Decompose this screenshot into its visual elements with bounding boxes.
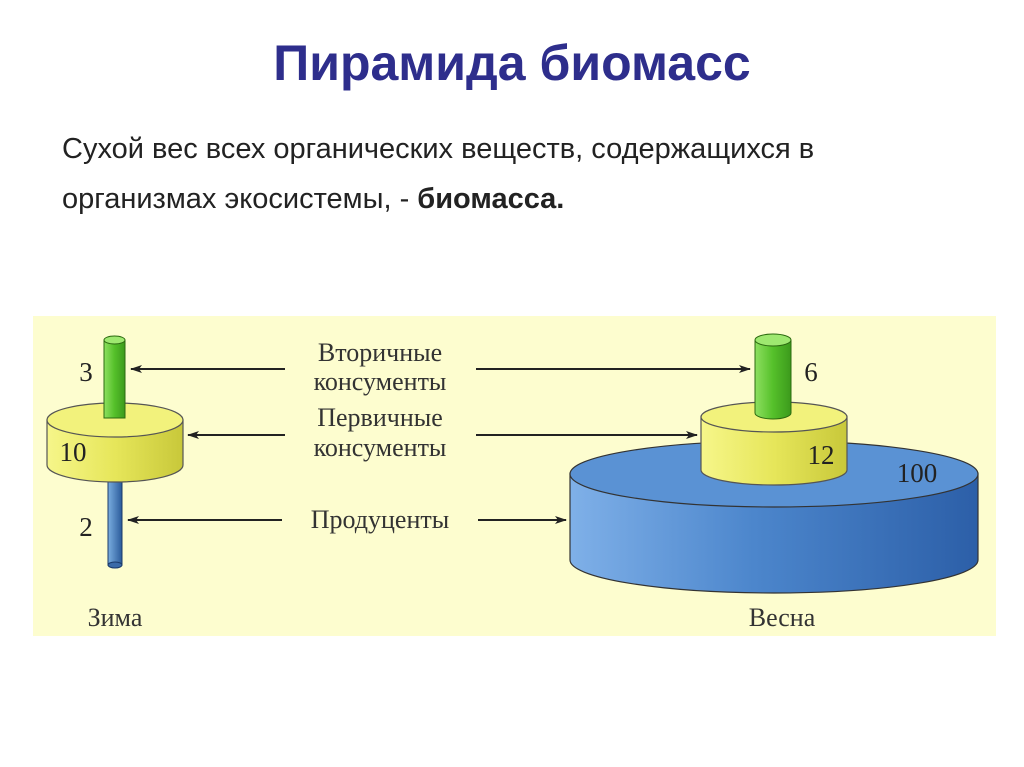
winter-producers-rod <box>107 469 123 569</box>
label-secondary-line1: Вторичные <box>318 338 442 367</box>
spring-season-label: Весна <box>749 603 816 632</box>
winter-season-label: Зима <box>88 603 143 632</box>
winter-primary-cylinder <box>46 402 184 483</box>
spring-secondary-value: 6 <box>804 357 818 387</box>
spring-secondary-rod <box>754 333 792 420</box>
label-producers: Продуценты <box>311 505 449 534</box>
definition-main: Сухой вес всех органических веществ, сод… <box>62 133 815 215</box>
winter-secondary-rod <box>103 335 126 419</box>
winter-secondary-value: 3 <box>79 357 93 387</box>
arrows <box>127 365 751 524</box>
definition-text: Сухой вес всех органических веществ, сод… <box>62 124 962 224</box>
definition-term: биомасса. <box>417 183 565 215</box>
page-title: Пирамида биомасс <box>273 35 751 91</box>
winter-producers-value: 2 <box>79 512 93 542</box>
spring-primary-value: 12 <box>808 440 835 470</box>
spring-producers-value: 100 <box>897 458 938 488</box>
label-secondary-line2: консументы <box>314 367 447 396</box>
label-primary-line2: консументы <box>314 433 447 462</box>
winter-primary-value: 10 <box>60 437 87 467</box>
label-primary-line1: Первичные <box>317 403 443 432</box>
